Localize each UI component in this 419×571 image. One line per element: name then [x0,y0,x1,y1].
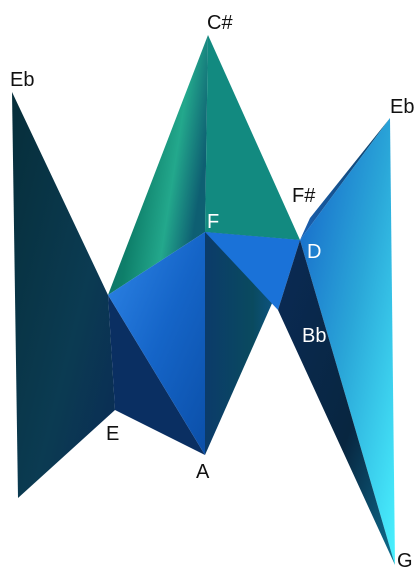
surface-face-peak-right [205,35,300,240]
label-f: F [207,211,219,233]
label-d: D [307,241,321,263]
label-a: A [196,461,210,483]
label-c-sharp: C# [207,12,233,34]
label-eb-left: Eb [10,69,34,91]
surface-face-left [12,92,115,498]
label-e: E [106,423,119,445]
label-f-sharp: F# [292,185,316,207]
label-g: G [397,550,413,571]
label-eb-right: Eb [390,96,414,118]
label-bb: Bb [302,325,326,347]
